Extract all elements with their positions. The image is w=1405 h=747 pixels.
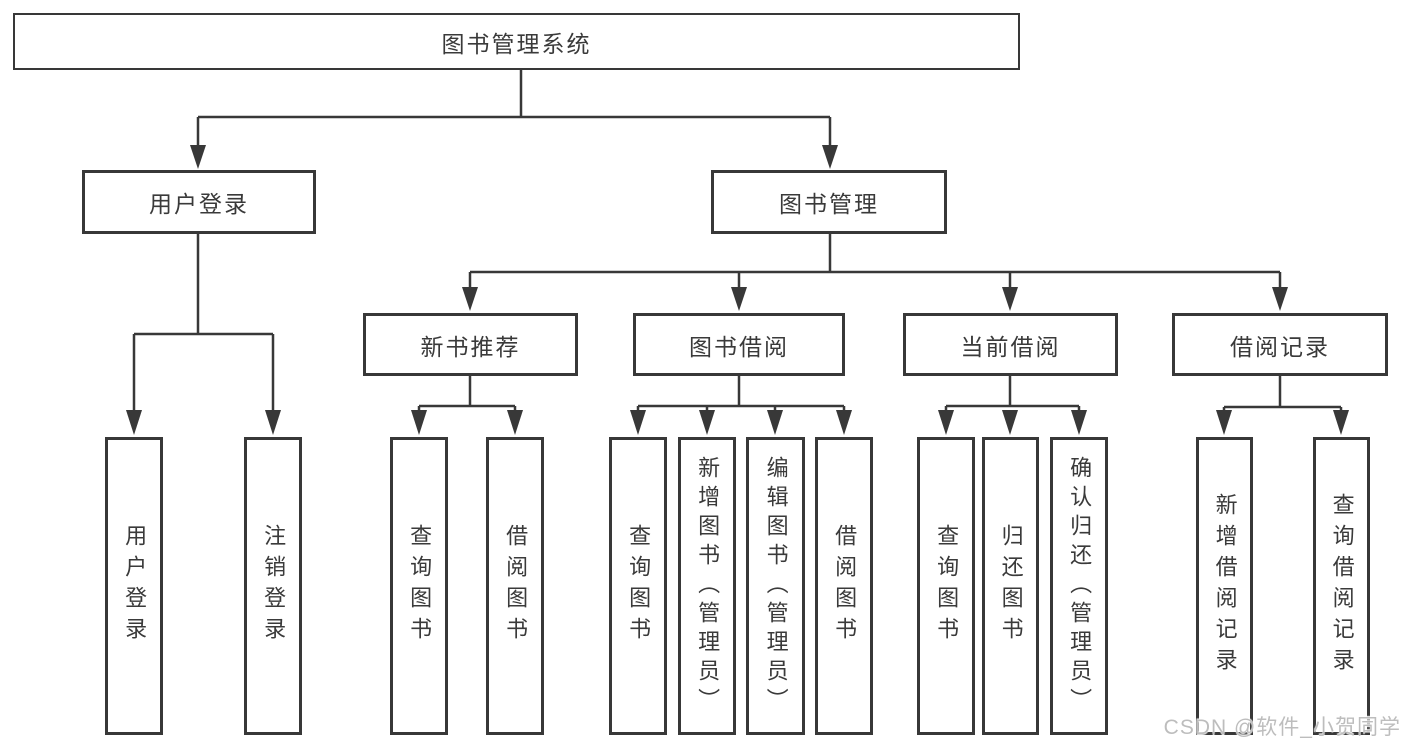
connector-book-borrow-branch [636, 376, 846, 412]
connector-new-book-branch [417, 376, 517, 412]
node-borrow-record: 借阅记录 [1172, 313, 1388, 376]
arrowhead-down-icon [767, 410, 783, 435]
arrowhead-down-icon [1002, 410, 1018, 435]
connector-borrow-record-branch [1222, 376, 1343, 412]
leaf-bb-query-books: 查询图书 [609, 437, 667, 735]
leaf-user-login: 用户登录 [105, 437, 163, 735]
arrowhead-down-icon [731, 287, 747, 311]
arrowhead-down-icon [507, 410, 523, 435]
arrowhead-down-icon [265, 410, 281, 435]
arrowhead-down-icon [126, 410, 142, 435]
arrowhead-down-icon [1272, 287, 1288, 311]
node-system-root: 图书管理系统 [13, 13, 1020, 70]
leaf-logout: 注销登录 [244, 437, 302, 735]
leaf-nb-borrow-books: 借阅图书 [486, 437, 544, 735]
node-user-login: 用户登录 [82, 170, 316, 234]
node-book-borrow: 图书借阅 [633, 313, 845, 376]
connector-book-management-branch [468, 234, 1282, 289]
arrowhead-down-icon [411, 410, 427, 435]
leaf-cb-query-books: 查询图书 [917, 437, 975, 735]
arrowhead-down-icon [462, 287, 478, 311]
arrowhead-down-icon [1071, 410, 1087, 435]
connector-current-borrow-branch [944, 376, 1081, 412]
arrowhead-down-icon [836, 410, 852, 435]
node-current-borrow: 当前借阅 [903, 313, 1118, 376]
leaf-cb-confirm-return-admin: 确认归还（管理员） [1050, 437, 1108, 735]
arrowhead-down-icon [938, 410, 954, 435]
leaf-cb-return-books: 归还图书 [982, 437, 1039, 735]
leaf-bb-borrow-books: 借阅图书 [815, 437, 873, 735]
arrowhead-down-icon [190, 145, 206, 169]
arrowhead-down-icon [630, 410, 646, 435]
arrowhead-down-icon [699, 410, 715, 435]
arrowhead-down-icon [1002, 287, 1018, 311]
leaf-nb-query-books: 查询图书 [390, 437, 448, 735]
leaf-bb-edit-books-admin: 编辑图书（管理员） [746, 437, 805, 735]
node-new-book-recommend: 新书推荐 [363, 313, 578, 376]
csdn-watermark: CSDN @软件_小贺同学 [1163, 716, 1401, 739]
connector-root-branch [196, 70, 832, 148]
arrowhead-down-icon [1216, 410, 1232, 435]
arrowhead-down-icon [1333, 410, 1349, 435]
leaf-br-query-record: 查询借阅记录 [1313, 437, 1370, 735]
connector-user-login-branch [132, 234, 275, 412]
leaf-bb-add-books-admin: 新增图书（管理员） [678, 437, 736, 735]
leaf-br-add-record: 新增借阅记录 [1196, 437, 1253, 735]
arrowhead-down-icon [822, 145, 838, 169]
node-book-management: 图书管理 [711, 170, 947, 234]
